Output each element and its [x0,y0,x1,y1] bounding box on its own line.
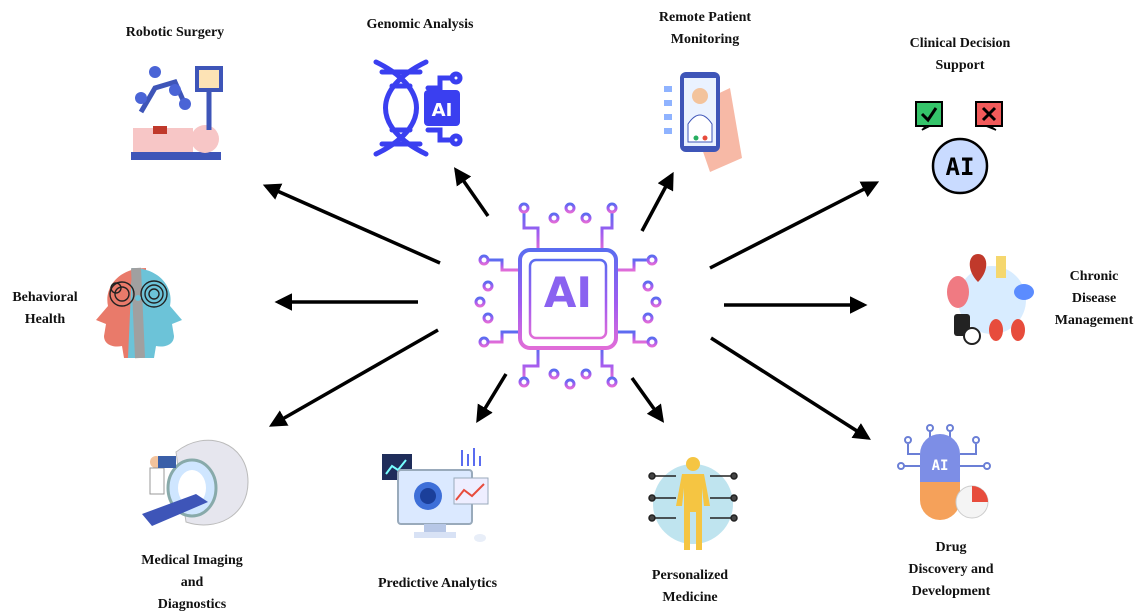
phone-doctor-icon [664,72,742,172]
arrow-predictive-analytics [476,373,508,423]
arrow-robotic-surgery [262,183,441,265]
arrow-personalized-medicine [630,376,665,423]
label-chronic-disease-management: Chronic Disease Management [1054,269,1134,328]
brain-heads-icon [96,267,182,359]
ai-chip-label: AI [543,268,593,317]
label-medical-imaging: Medical Imaging and Diagnostics [141,553,243,612]
label-genomic-analysis: Genomic Analysis [366,17,474,32]
ai-pill-icon: AI [897,424,991,520]
analytics-monitor-icon [382,448,489,542]
arrow-clinical-decision [709,181,880,270]
robotic-surgery-icon [131,66,223,160]
label-predictive-analytics: Predictive Analytics [377,576,498,591]
label-behavioral-health: Behavioral Health [12,290,78,327]
label-personalized-medicine: Personalized Medicine [651,568,729,605]
label-drug-discovery: Drug Discovery and Development [908,540,994,599]
pill-ai-text: AI [932,458,949,474]
arrow-drug-discovery [710,336,871,440]
arrow-medical-imaging [268,328,439,427]
arrow-genomic-analysis [454,167,490,217]
ai-chip-icon [474,202,662,390]
mri-scanner-icon [142,439,249,526]
decision-ai-text: AI [946,153,975,181]
organs-icon [947,254,1034,345]
label-clinical-decision-support: Clinical Decision Support [909,36,1011,73]
label-remote-patient-monitoring: Remote Patient Monitoring [658,10,752,47]
human-body-icon [648,457,738,550]
label-robotic-surgery: Robotic Surgery [125,25,225,40]
dna-ai-icon: AI [373,59,463,157]
arrow-remote-monitoring [640,171,674,232]
decision-ai-icon: AI [915,101,1003,195]
dna-ai-text: AI [432,100,453,121]
